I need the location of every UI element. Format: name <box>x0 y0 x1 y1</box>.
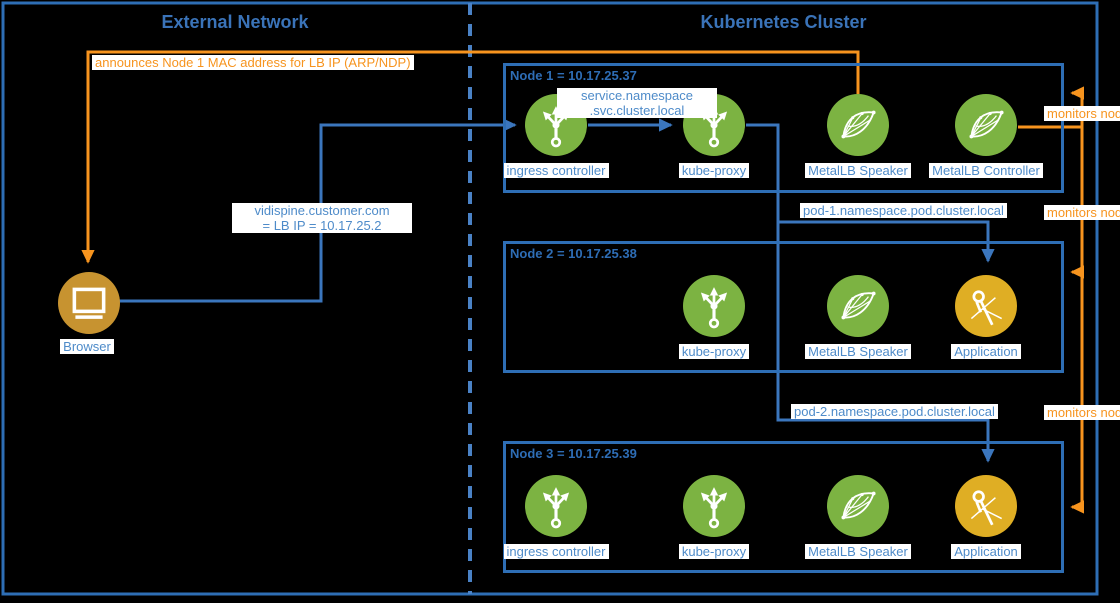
edge-speaker-announce-to-browser <box>81 50 860 264</box>
kubernetes-cluster-title: Kubernetes Cluster <box>700 12 867 32</box>
component-label: ingress controller <box>476 163 636 178</box>
node-2-box <box>503 241 1064 373</box>
application-icon <box>955 475 1017 537</box>
diagram-border <box>1 1 1099 596</box>
edge-kubeproxy-to-pod1 <box>778 220 995 263</box>
node-1-box <box>503 63 1064 193</box>
application-icon <box>955 275 1017 337</box>
component-label: MetalLB Speaker <box>778 163 938 178</box>
component-label: MetalLB Speaker <box>778 344 938 359</box>
announce-label: announces Node 1 MAC address for LB IP (… <box>92 55 414 70</box>
node-3-title: Node 3 = 10.17.25.39 <box>510 446 637 461</box>
lb-ip-label: vidispine.customer.com= LB IP = 10.17.25… <box>232 203 412 233</box>
monitors-node-label-2: monitors node <box>1044 205 1120 220</box>
monitors-node-label-3: monitors node <box>1044 405 1120 420</box>
component-label: ingress controller <box>476 544 636 559</box>
edge-kubeproxy-to-pod2 <box>746 123 995 463</box>
node-3-box <box>503 441 1064 573</box>
pod2-dns-label: pod-2.namespace.pod.cluster.local <box>791 404 998 419</box>
metallb-speaker-icon <box>827 475 889 537</box>
component-label: Application <box>906 344 1066 359</box>
node-1-title: Node 1 = 10.17.25.37 <box>510 68 637 83</box>
browser-label: Browser <box>7 339 167 354</box>
component-label: kube-proxy <box>634 344 794 359</box>
component-label: Application <box>906 544 1066 559</box>
kube-proxy-icon <box>683 475 745 537</box>
metallb-speaker-icon <box>827 94 889 156</box>
component-label: MetalLB Controller <box>906 163 1066 178</box>
service-dns-label: service.namespace.svc.cluster.local <box>557 88 717 118</box>
metallb-controller-icon <box>955 94 1017 156</box>
component-label: kube-proxy <box>634 163 794 178</box>
node-2-title: Node 2 = 10.17.25.38 <box>510 246 637 261</box>
metallb-speaker-icon <box>827 275 889 337</box>
monitors-node-label-1: monitors node <box>1044 106 1120 121</box>
pod1-dns-label: pod-1.namespace.pod.cluster.local <box>800 203 1007 218</box>
component-label: kube-proxy <box>634 544 794 559</box>
kube-proxy-icon <box>683 275 745 337</box>
browser-icon <box>58 272 120 334</box>
ingress-controller-icon <box>525 475 587 537</box>
external-network-title: External Network <box>161 12 309 32</box>
component-label: MetalLB Speaker <box>778 544 938 559</box>
